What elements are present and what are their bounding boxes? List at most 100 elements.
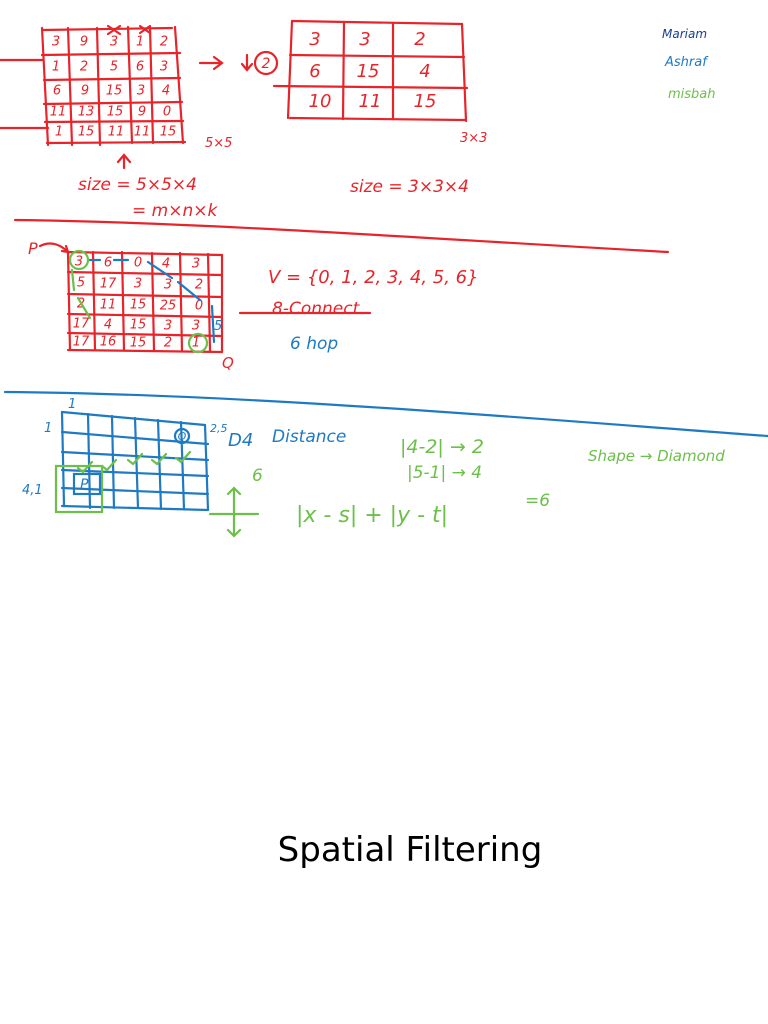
author-names: Mariam Ashraf misbah [662, 27, 716, 102]
pg-r3-c4: 3 [192, 319, 200, 334]
author-2: Ashraf [664, 55, 709, 70]
m5-r4-c0: 1 [55, 125, 63, 140]
m5-r0-c2: 3 [110, 35, 118, 50]
d4-p-coord: 4,1 [22, 483, 43, 498]
pg-r4-c2: 15 [130, 336, 147, 351]
pg-r4-c1: 16 [100, 335, 117, 350]
pg-r1-c4: 2 [195, 278, 203, 293]
d4-notes: D4 Distance 6 |x - s| + |y - t| |4-2| → … [208, 427, 725, 538]
m5-r3-c0: 11 [50, 105, 67, 120]
pg-r3-c0: 17 [73, 317, 90, 332]
m5-r3-c4: 0 [163, 105, 171, 120]
matrix-3x3-label: 3×3 [460, 131, 487, 146]
calc-sum: =6 [525, 491, 550, 511]
m3-r1-c2: 4 [419, 61, 430, 82]
m3-r2-c2: 15 [414, 91, 437, 112]
author-1: Mariam [662, 27, 707, 41]
m5-r1-c1: 2 [80, 60, 88, 75]
m5-r0-c4: 2 [160, 35, 168, 50]
author-3: misbah [668, 87, 716, 102]
size-equation-5x5: size = 5×5×4 [78, 175, 197, 195]
metric-symbol: D4 [228, 430, 253, 451]
calc-line-2: |5-1| → 4 [407, 463, 482, 483]
pg-r1-c2: 3 [134, 277, 142, 292]
m5-r4-c3: 11 [134, 125, 151, 140]
row-marker: 1 [44, 421, 52, 436]
m5-r1-c2: 5 [110, 60, 118, 75]
d4-grid-lines [60, 410, 210, 512]
pg-r1-c0: 5 [77, 276, 85, 291]
path-notes: V = {0, 1, 2, 3, 4, 5, 6} 8-Connect 6 ho… [268, 267, 479, 354]
m5-r4-c4: 15 [160, 125, 177, 140]
pg-r2-c1: 11 [100, 298, 117, 313]
d4-grid: 1 1 Q 2,5 P 4,1 [22, 397, 228, 514]
pg-r2-c4: 0 [195, 299, 203, 314]
pg-r4-c3: 2 [164, 336, 172, 351]
d4-q-label: Q [178, 430, 187, 443]
m5-r2-c1: 9 [81, 84, 89, 99]
pg-r1-c3: 3 [164, 278, 172, 293]
m3-r1-c0: 6 [309, 61, 320, 82]
m5-r2-c0: 6 [53, 84, 61, 99]
m3-r0-c0: 3 [309, 29, 320, 50]
pg-r0-c4: 3 [192, 257, 200, 272]
m5-r4-c1: 15 [78, 125, 95, 140]
size-equations: size = 5×5×4 = m×n×k size = 3×3×4 [78, 153, 469, 221]
matrix-3x3-grid [272, 19, 469, 123]
m3-r1-c1: 15 [357, 61, 380, 82]
distance-value: 6 [252, 466, 263, 486]
m3-r2-c0: 10 [309, 91, 332, 112]
calc-line-1: |4-2| → 2 [400, 436, 484, 458]
path-grid: P 3 6 0 4 3 5 17 3 3 2 [28, 239, 372, 372]
matrix-5x5-strokes [106, 24, 152, 36]
axes-sketch [208, 486, 260, 538]
size-equation-3x3: size = 3×3×4 [350, 177, 469, 197]
pg-r3-c3: 3 [164, 319, 172, 334]
size-equation-mnk: = m×n×k [132, 201, 218, 221]
m5-r2-c2: 15 [106, 84, 123, 99]
q-label: Q [222, 354, 234, 372]
metric-word: Distance [272, 427, 346, 447]
distance-formula: |x - s| + |y - t| [296, 503, 448, 528]
m3-r0-c1: 3 [359, 29, 370, 50]
matrix-5x5-label: 5×5 [205, 136, 232, 151]
m5-r1-c0: 1 [52, 60, 60, 75]
pg-r4-c4: 1 [192, 336, 200, 351]
m3-r2-c1: 11 [359, 91, 382, 112]
m5-r0-c1: 9 [80, 35, 88, 50]
m3-r0-c2: 2 [414, 29, 425, 50]
v-set: V = {0, 1, 2, 3, 4, 5, 6} [268, 267, 479, 288]
d4-p-label: P [80, 477, 89, 493]
m5-r1-c3: 6 [136, 60, 144, 75]
d4-q-coord: 2,5 [210, 422, 228, 435]
m5-r3-c1: 13 [78, 105, 95, 120]
pg-r3-c2: 15 [130, 318, 147, 333]
m5-r3-c2: 15 [107, 105, 124, 120]
pg-r0-c3: 4 [162, 257, 170, 272]
pg-r0-c2: 0 [134, 256, 142, 271]
path-side-number: 5 [214, 319, 222, 334]
shape-note: Shape → Diamond [588, 447, 725, 465]
m5-r3-c3: 9 [138, 105, 146, 120]
m5-r2-c3: 3 [137, 84, 145, 99]
pg-r1-c1: 17 [100, 277, 117, 292]
matrix-5x5-grid [0, 25, 187, 147]
matrix-3x3: 3 3 2 6 15 4 10 11 15 3×3 [272, 19, 487, 146]
pg-r0-c1: 6 [104, 256, 112, 271]
path-annotations: 5 [68, 249, 222, 354]
m5-r0-c3: 1 [136, 35, 144, 50]
col-marker: 1 [68, 397, 76, 412]
pg-r2-c2: 15 [130, 298, 147, 313]
p-label: P [28, 239, 38, 258]
divider-red [13, 218, 670, 254]
pg-r2-c3: 25 [160, 299, 177, 314]
divider-blue [3, 390, 768, 438]
m5-r4-c2: 11 [108, 125, 125, 140]
pg-r4-c0: 17 [73, 335, 90, 350]
matrix-5x5: 3 9 3 1 2 1 2 5 6 3 6 9 15 3 4 11 13 15 … [0, 24, 232, 151]
step-arrow: 2 [198, 50, 279, 76]
m5-r0-c0: 3 [52, 35, 60, 50]
connectivity-label: 8-Connect [272, 299, 361, 319]
m5-r2-c4: 4 [162, 84, 170, 99]
